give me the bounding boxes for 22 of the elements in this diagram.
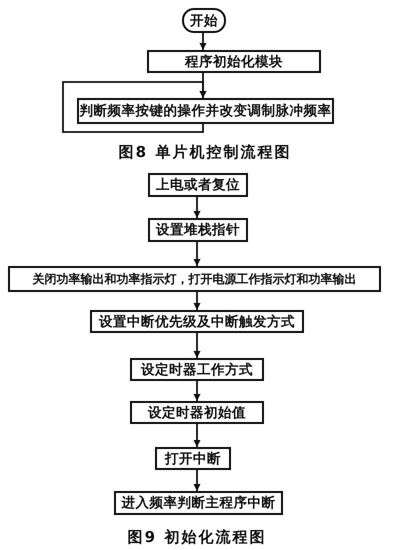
arrow [200,33,206,50]
process-box: 设置堆栈指针 [148,218,248,242]
process-box: 判断频率按键的操作并改变调制脉冲频率 [77,98,334,124]
process-box: 设置中断优先级及中断触发方式 [90,310,304,333]
arrow [194,292,200,310]
arrow [194,242,200,266]
process-box: 设定时器工作方式 [130,358,264,381]
figure-caption: 图9 初始化流程图 [128,528,266,547]
arrow [194,470,200,491]
process-box: 程序初始化模块 [147,50,321,73]
process-box: 上电或者复位 [148,173,248,197]
process-box: 关闭功率输出和功率指示灯，打开电源工作指示灯和功率输出 [8,266,381,292]
arrow [194,197,200,218]
arrow [194,424,200,447]
process-box: 打开中断 [155,447,231,470]
arrow [194,333,200,358]
process-box: 设定时器初始值 [130,401,264,424]
figure-caption: 图8 单片机控制流程图 [118,143,292,162]
start-terminal: 开始 [182,8,226,33]
process-box: 进入频率判断主程序中断 [114,491,283,515]
arrow [62,81,206,133]
arrow [194,381,200,401]
